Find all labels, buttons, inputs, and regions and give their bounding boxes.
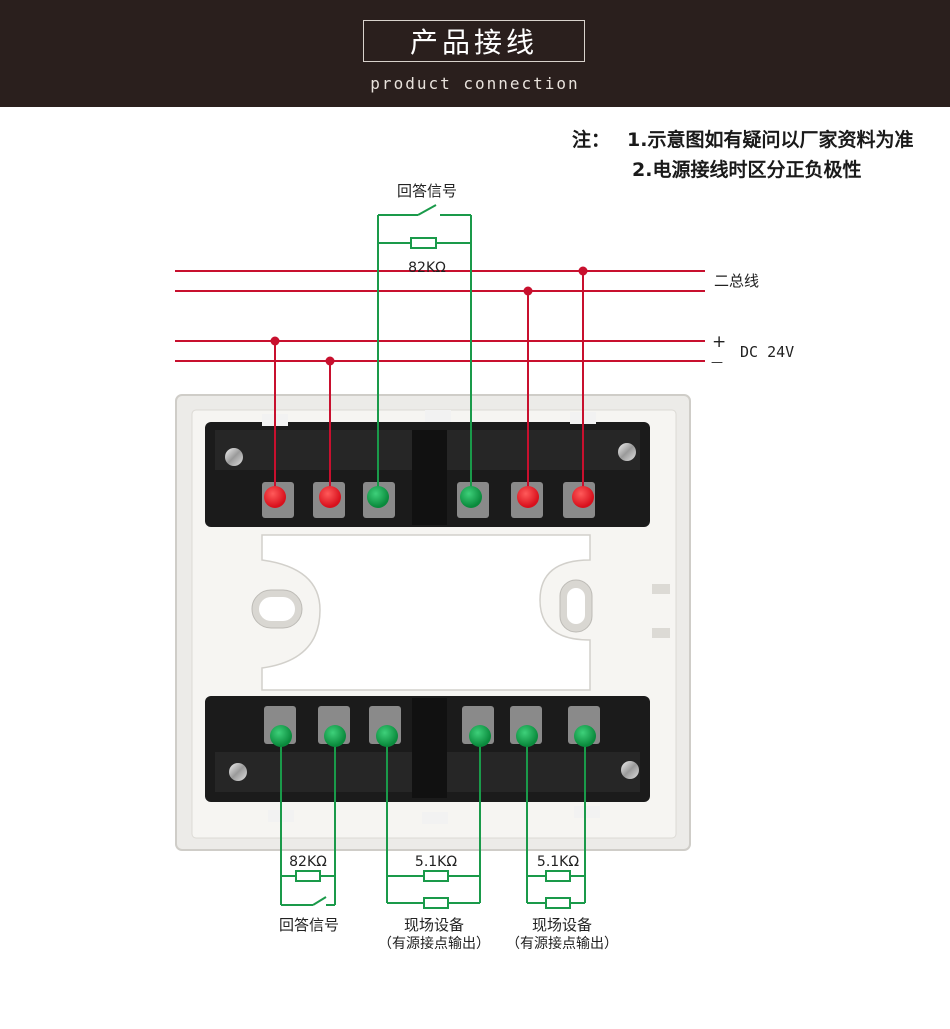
header-banner: 产品接线 product connection [0,0,950,107]
note-line-1: 1.示意图如有疑问以厂家资料为准 [627,129,914,151]
bottom-sublabel-2: （有源接点输出） [378,935,490,952]
bottom-label-2: 现场设备 [404,916,464,934]
terminal-dot-red [319,486,341,508]
note-prefix: 注： [572,129,611,151]
terminal-dot-green [460,486,482,508]
terminal-dot-green [376,725,398,747]
page-subtitle: product connection [370,74,580,93]
bottom-resistor-label-2: 5.1KΩ [415,854,457,870]
terminal-dot-green [516,725,538,747]
page-title: 产品接线 [363,20,585,62]
power-label: DC 24V [740,343,794,361]
bottom-loop-3 [526,736,586,909]
power-plus-label: + [712,332,726,352]
top-signal-loop [377,204,472,497]
top-signal-label: 回答信号 [397,182,457,200]
bus-label: 二总线 [714,272,759,290]
top-terminals [264,486,594,508]
terminal-dot-green [469,725,491,747]
terminal-dot-red [264,486,286,508]
bottom-resistor-label-1: 82KΩ [289,854,327,870]
power-minus-label: — [711,355,723,369]
top-resistor-label: 82KΩ [408,260,446,276]
bottom-resistor-label-3: 5.1KΩ [537,854,579,870]
terminal-dot-green [270,725,292,747]
terminal-dot-green [574,725,596,747]
bus-wires [175,270,705,497]
junction-dots [270,266,588,366]
bottom-sublabel-3: （有源接点输出） [506,935,618,952]
terminal-dot-green [324,725,346,747]
bottom-loop-2 [386,736,481,909]
bottom-label-1: 回答信号 [279,916,339,934]
terminal-dot-red [517,486,539,508]
top-resistor [410,237,437,249]
terminal-dot-red [572,486,594,508]
terminal-dot-green [367,486,389,508]
note-line-2: 2.电源接线时区分正负极性 [632,159,862,181]
bottom-label-3: 现场设备 [532,916,592,934]
bottom-terminals [270,725,596,747]
bottom-loop-1 [280,736,336,906]
